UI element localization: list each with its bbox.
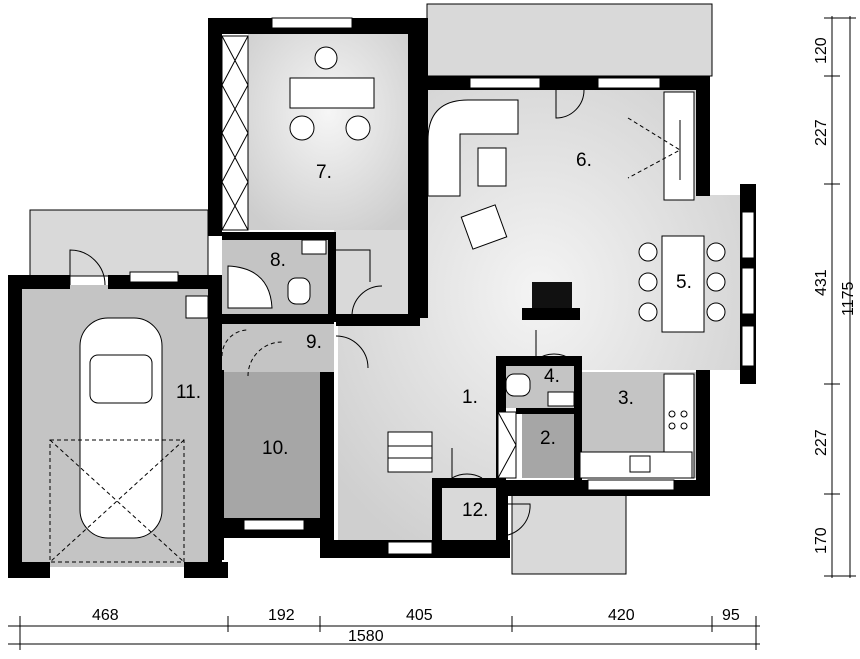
car	[49, 317, 185, 563]
stairs	[387, 411, 517, 479]
room-label-5: 5.	[676, 272, 692, 293]
dim-bottom-total: 1580	[348, 628, 384, 645]
doors	[69, 86, 585, 537]
room-label-7: 7.	[316, 162, 332, 183]
room-label-11: 11.	[176, 382, 201, 403]
room-label-1: 1.	[462, 387, 478, 408]
dim-right-3: 431	[813, 269, 830, 296]
room-label-4: 4.	[544, 366, 560, 387]
room-2-floor	[522, 412, 576, 478]
dining-furniture	[638, 235, 726, 333]
room-label-12: 12.	[462, 500, 488, 521]
dim-bottom-4: 420	[608, 607, 635, 624]
room-9-floor	[222, 324, 334, 372]
dim-right-1: 120	[813, 37, 830, 64]
room-label-3: 3.	[618, 388, 634, 409]
dim-right-2: 227	[813, 119, 830, 146]
dim-right-total: 1175	[840, 281, 857, 316]
dim-bottom-3: 405	[406, 607, 433, 624]
dim-bottom-1: 468	[92, 607, 119, 624]
room-label-2: 2.	[540, 428, 556, 449]
room-7-furniture	[289, 46, 375, 141]
right-dimension: 120 227 431 227 170 1175	[813, 16, 857, 578]
bottom-dimension: 468 192 405 420 95 1580	[8, 607, 760, 650]
terrace-left	[29, 209, 209, 277]
dim-right-5: 170	[813, 527, 830, 554]
terrace-top	[426, 3, 713, 77]
room-7-hall	[334, 230, 408, 314]
room-label-6: 6.	[576, 150, 592, 171]
terrace-entry	[511, 493, 627, 575]
room-12-floor	[442, 486, 498, 540]
living-furniture	[427, 91, 695, 250]
kitchen-units	[579, 373, 695, 479]
room-10-floor	[222, 372, 326, 522]
dim-bottom-2: 192	[268, 607, 295, 624]
room-7-window-panels	[221, 35, 249, 231]
room-label-9: 9.	[306, 332, 322, 353]
room-label-8: 8.	[270, 250, 286, 271]
dim-right-4: 227	[813, 429, 830, 456]
dim-bottom-5: 95	[722, 607, 740, 624]
room-label-10: 10.	[262, 438, 288, 459]
bathroom-fixtures	[185, 239, 575, 407]
